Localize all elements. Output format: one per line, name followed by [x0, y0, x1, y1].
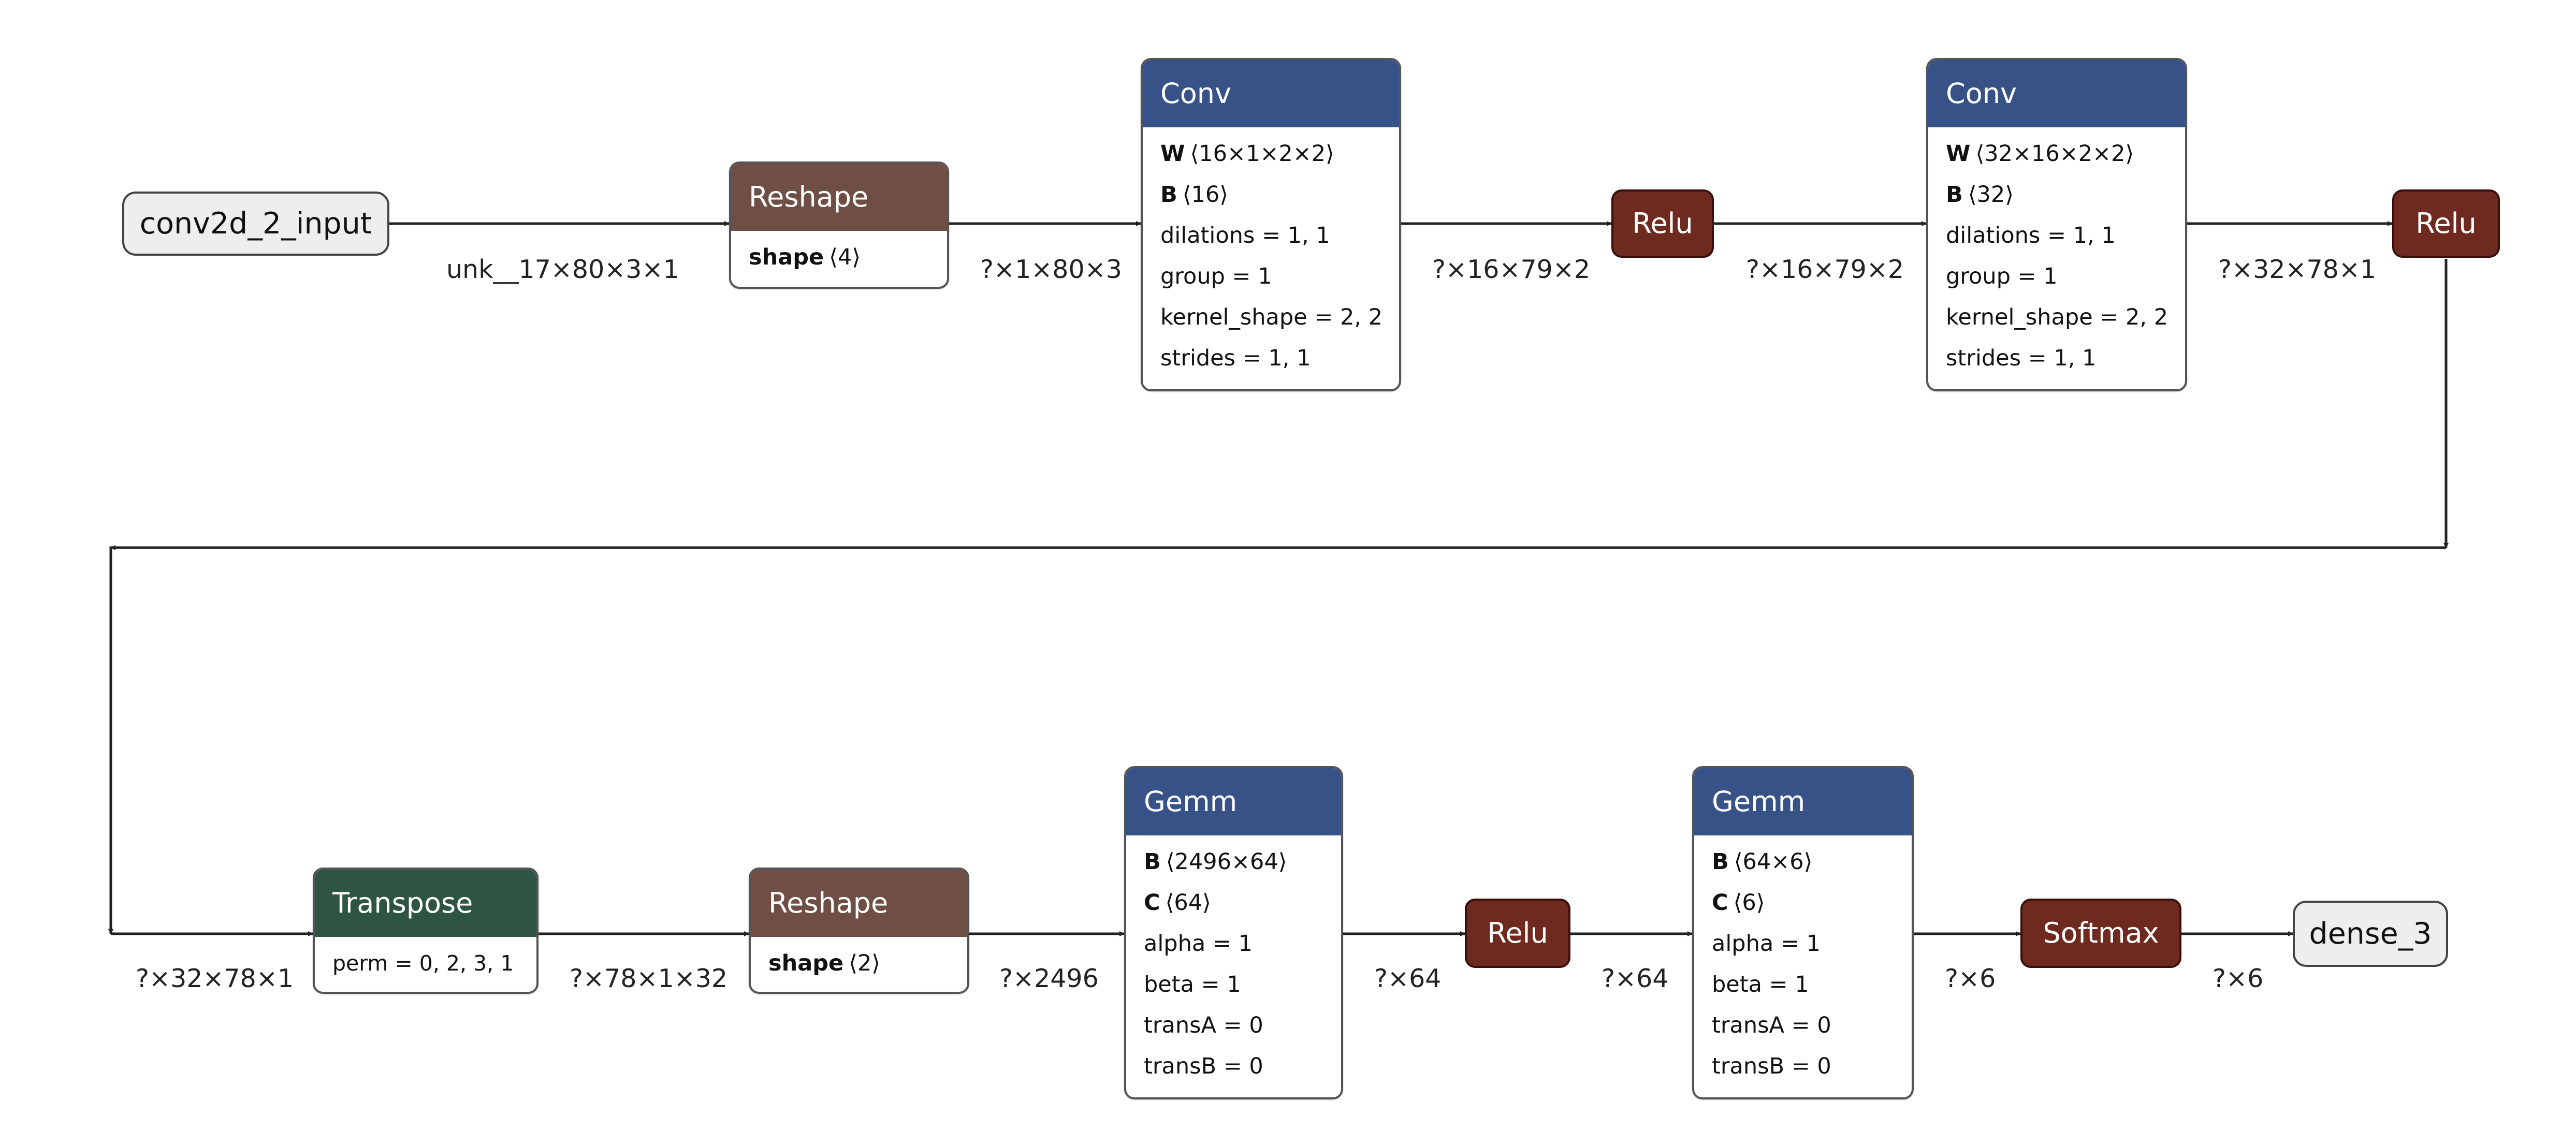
output-node-dense-3[interactable]: dense_3 [2293, 901, 2448, 967]
edge-label-conv1-to-relu1: ?×16×79×2 [1432, 255, 1591, 284]
gemm-node-1-attr-beta: beta = 1 [1144, 972, 1241, 997]
input-node-conv2d-2-input[interactable]: conv2d_2_input [122, 192, 389, 256]
conv-node-1-attr-strides: strides = 1, 1 [1160, 345, 1311, 371]
transpose-node[interactable]: Transpose perm = 0, 2, 3, 1 [313, 868, 539, 994]
conv-node-2-weight-input: W⟨32×16×2×2⟩ [1946, 141, 2134, 167]
relu-node-2[interactable]: Relu [2392, 189, 2500, 258]
conv-node-1-attr-dilations: dilations = 1, 1 [1160, 223, 1330, 248]
conv-node-2-attr-dilations: dilations = 1, 1 [1946, 223, 2116, 248]
gemm-node-1-attr-transb: transB = 0 [1144, 1053, 1263, 1079]
gemm-node-1[interactable]: Gemm B⟨2496×64⟩ C⟨64⟩ alpha = 1 beta = 1… [1124, 766, 1343, 1099]
conv-node-2-attr-kernel-shape: kernel_shape = 2, 2 [1946, 304, 2169, 330]
input-node-label: conv2d_2_input [139, 207, 372, 241]
reshape-node-2-shape-attr: shape⟨2⟩ [768, 950, 881, 976]
gemm-node-2-header: Gemm [1694, 768, 1912, 835]
relu-node-3[interactable]: Relu [1465, 899, 1570, 968]
gemm-node-2[interactable]: Gemm B⟨64×6⟩ C⟨6⟩ alpha = 1 beta = 1 tra… [1692, 766, 1914, 1099]
conv-node-2[interactable]: Conv W⟨32×16×2×2⟩ B⟨32⟩ dilations = 1, 1… [1926, 58, 2187, 391]
conv-node-1-attr-group: group = 1 [1160, 263, 1272, 289]
conv-node-1-bias-input: B⟨16⟩ [1160, 182, 1229, 208]
reshape-node-2[interactable]: Reshape shape⟨2⟩ [749, 868, 969, 994]
gemm-node-2-attr-transb: transB = 0 [1712, 1053, 1831, 1079]
gemm-node-2-c-input: C⟨6⟩ [1712, 890, 1765, 916]
conv-node-1-header: Conv [1143, 60, 1399, 127]
gemm-node-1-c-input: C⟨64⟩ [1144, 890, 1211, 916]
edge-label-relu3-to-gemm2: ?×64 [1602, 964, 1669, 993]
edge-label-conv2-to-relu2: ?×32×78×1 [2218, 255, 2377, 284]
edge-label-transpose-to-reshape2: ?×78×1×32 [570, 964, 728, 993]
reshape-node-1-shape-attr: shape⟨4⟩ [749, 244, 861, 270]
gemm-node-2-attr-transa: transA = 0 [1712, 1012, 1831, 1038]
reshape-node-1[interactable]: Reshape shape⟨4⟩ [729, 161, 949, 289]
reshape-node-1-header: Reshape [731, 164, 947, 231]
edge-label-softmax-to-output: ?×6 [2213, 964, 2264, 993]
conv-node-2-header: Conv [1928, 60, 2185, 127]
edge-label-gemm2-to-softmax: ?×6 [1945, 964, 1996, 993]
gemm-node-2-attr-alpha: alpha = 1 [1712, 931, 1821, 957]
conv-node-1-weight-input: W⟨16×1×2×2⟩ [1160, 141, 1334, 167]
conv-node-2-bias-input: B⟨32⟩ [1946, 182, 2014, 208]
gemm-node-1-attr-alpha: alpha = 1 [1144, 931, 1253, 957]
gemm-node-1-attr-transa: transA = 0 [1144, 1012, 1263, 1038]
edge-label-relu2-to-transpose: ?×32×78×1 [136, 964, 294, 993]
edge-label-reshape2-to-gemm1: ?×2496 [999, 964, 1099, 993]
edge-label-gemm1-to-relu3: ?×64 [1374, 964, 1442, 993]
gemm-node-1-header: Gemm [1126, 768, 1341, 835]
conv-node-1-attr-kernel-shape: kernel_shape = 2, 2 [1160, 304, 1383, 330]
transpose-node-attr-perm: perm = 0, 2, 3, 1 [332, 951, 514, 976]
gemm-node-1-b-input: B⟨2496×64⟩ [1144, 849, 1287, 875]
conv-node-1[interactable]: Conv W⟨16×1×2×2⟩ B⟨16⟩ dilations = 1, 1 … [1141, 58, 1401, 391]
edge-label-input-to-reshape1: unk__17×80×3×1 [446, 255, 679, 284]
output-node-label: dense_3 [2309, 917, 2432, 951]
transpose-node-header: Transpose [315, 870, 536, 937]
gemm-node-2-attr-beta: beta = 1 [1712, 972, 1809, 997]
conv-node-2-attr-group: group = 1 [1946, 263, 2058, 289]
reshape-node-2-header: Reshape [751, 870, 967, 937]
conv-node-2-attr-strides: strides = 1, 1 [1946, 345, 2097, 371]
relu-node-1[interactable]: Relu [1611, 189, 1714, 258]
edge-label-relu1-to-conv2: ?×16×79×2 [1746, 255, 1904, 284]
gemm-node-2-b-input: B⟨64×6⟩ [1712, 849, 1813, 875]
edge-label-reshape1-to-conv1: ?×1×80×3 [980, 255, 1122, 284]
softmax-node[interactable]: Softmax [2020, 899, 2181, 968]
